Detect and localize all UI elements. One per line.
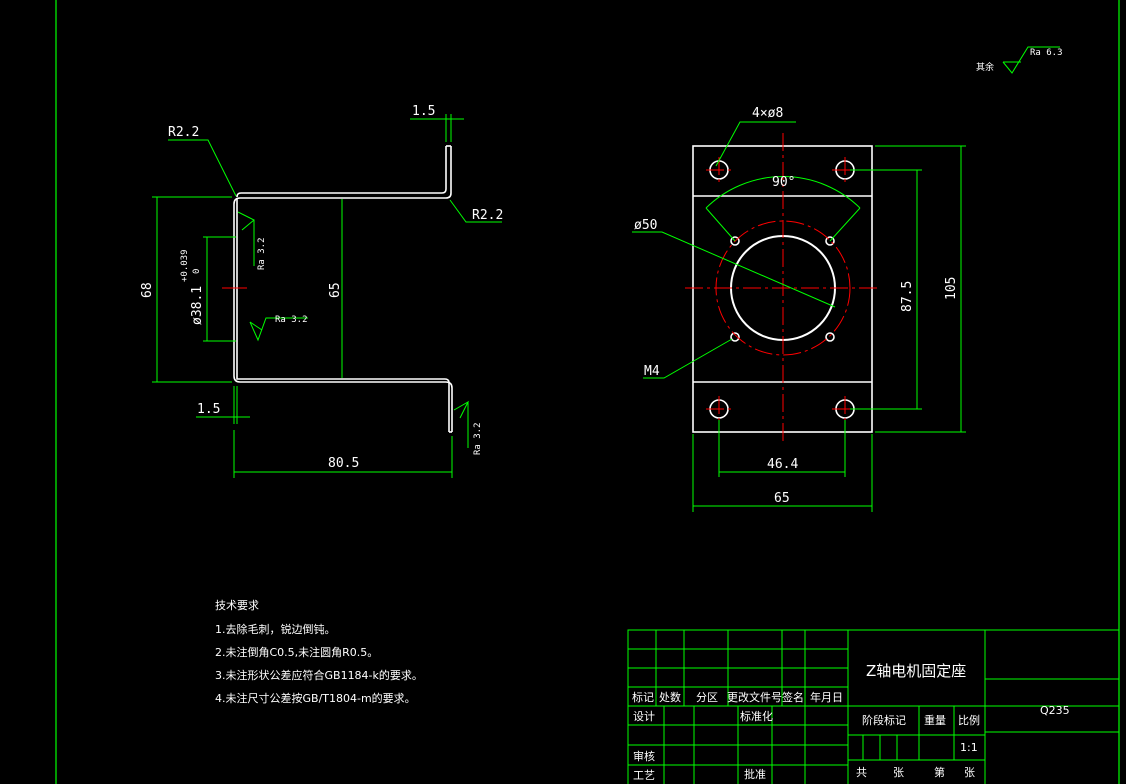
- roughness-face-right: Ra 3.2: [473, 422, 483, 455]
- dim-hole-spacing-v: 87.5: [900, 281, 915, 312]
- tb-total-label: 共: [856, 766, 867, 779]
- tb-scale-label: 比例: [958, 713, 980, 727]
- material: Q235: [1040, 704, 1070, 717]
- dim-thickness-top: 1.5: [412, 104, 435, 119]
- dim-radius-right: R2.2: [472, 208, 503, 223]
- tb-process: 工艺: [633, 769, 655, 782]
- dim-holes: 4×ø8: [752, 106, 783, 121]
- tb-standardization: 标准化: [740, 709, 773, 723]
- tb-approve: 批准: [744, 767, 766, 781]
- tb-header-signature: 签名: [782, 690, 804, 704]
- tb-sheet-no-label: 第: [934, 765, 945, 779]
- dim-height-front: 105: [944, 277, 959, 300]
- tech-req-item-1: 1.去除毛刺，锐边倒钝。: [215, 622, 336, 636]
- dim-bore-upper-tol: +0.039: [180, 249, 190, 282]
- tech-req-item-2: 2.未注倒角C0.5,未注圆角R0.5。: [215, 645, 378, 659]
- tb-scale-value: 1:1: [960, 741, 978, 754]
- tb-weight: 重量: [924, 713, 946, 727]
- dim-thickness-bottom: 1.5: [197, 402, 220, 417]
- dim-bore-side: ø38.1: [190, 286, 205, 325]
- drawing-frame: [55, 0, 1120, 784]
- roughness-general-label: 其余: [976, 61, 994, 73]
- tb-sheet-no-unit: 张: [964, 766, 975, 779]
- dim-bore-front: ø50: [634, 218, 657, 233]
- front-view-dimensions: [632, 121, 966, 512]
- technical-requirements: 技术要求 1.去除毛刺，锐边倒钝。 2.未注倒角C0.5,未注圆角R0.5。 3…: [215, 599, 423, 705]
- tb-header-zone: 分区: [696, 691, 718, 704]
- tb-stage-mark: 阶段标记: [862, 713, 906, 727]
- tb-review: 审核: [633, 749, 655, 763]
- roughness-face-left: Ra 3.2: [257, 237, 267, 270]
- side-view: 1.5 R2.2 R2.2 68 65 ø38.1 +0.039 0 1.5 8…: [140, 104, 503, 478]
- front-view: 4×ø8 90° ø50 M4 87.5 105 46.4 65: [632, 106, 966, 512]
- tb-design: 设计: [633, 710, 655, 723]
- dim-radius-top: R2.2: [168, 125, 199, 140]
- front-view-centerlines: [685, 133, 880, 445]
- tech-req-title: 技术要求: [215, 599, 259, 612]
- dim-width-side: 80.5: [328, 456, 359, 471]
- tech-req-item-4: 4.未注尺寸公差按GB/T1804-m的要求。: [215, 691, 416, 705]
- title-block: Z轴电机固定座 Q235 标记 处数 分区 更改文件号 签名 年月日 设计 标准…: [627, 629, 1120, 784]
- side-view-profile: [233, 145, 453, 433]
- dim-angle: 90°: [772, 175, 795, 190]
- dim-height-inner: 65: [328, 282, 343, 298]
- part-name: Z轴电机固定座: [866, 662, 966, 680]
- roughness-symbols-side: [237, 211, 470, 448]
- roughness-general-value: Ra 6.3: [1030, 48, 1063, 58]
- tb-header-change-doc: 更改文件号: [727, 690, 782, 704]
- dim-height-outer: 68: [140, 282, 155, 298]
- dim-hole-spacing-h: 46.4: [767, 457, 798, 472]
- dim-width-front: 65: [774, 491, 790, 506]
- tb-header-count: 处数: [659, 691, 681, 704]
- tb-header-mark: 标记: [632, 690, 654, 704]
- tb-sheet-label: 张: [893, 766, 904, 779]
- dim-bore-lower-tol: 0: [192, 269, 202, 274]
- general-roughness: 其余 Ra 6.3: [976, 46, 1063, 74]
- roughness-face-bottom: Ra 3.2: [275, 315, 308, 325]
- side-view-dimensions: [152, 114, 502, 478]
- tb-header-date: 年月日: [810, 690, 843, 704]
- dim-thread: M4: [644, 364, 660, 379]
- tech-req-item-3: 3.未注形状公差应符合GB1184-k的要求。: [215, 668, 423, 682]
